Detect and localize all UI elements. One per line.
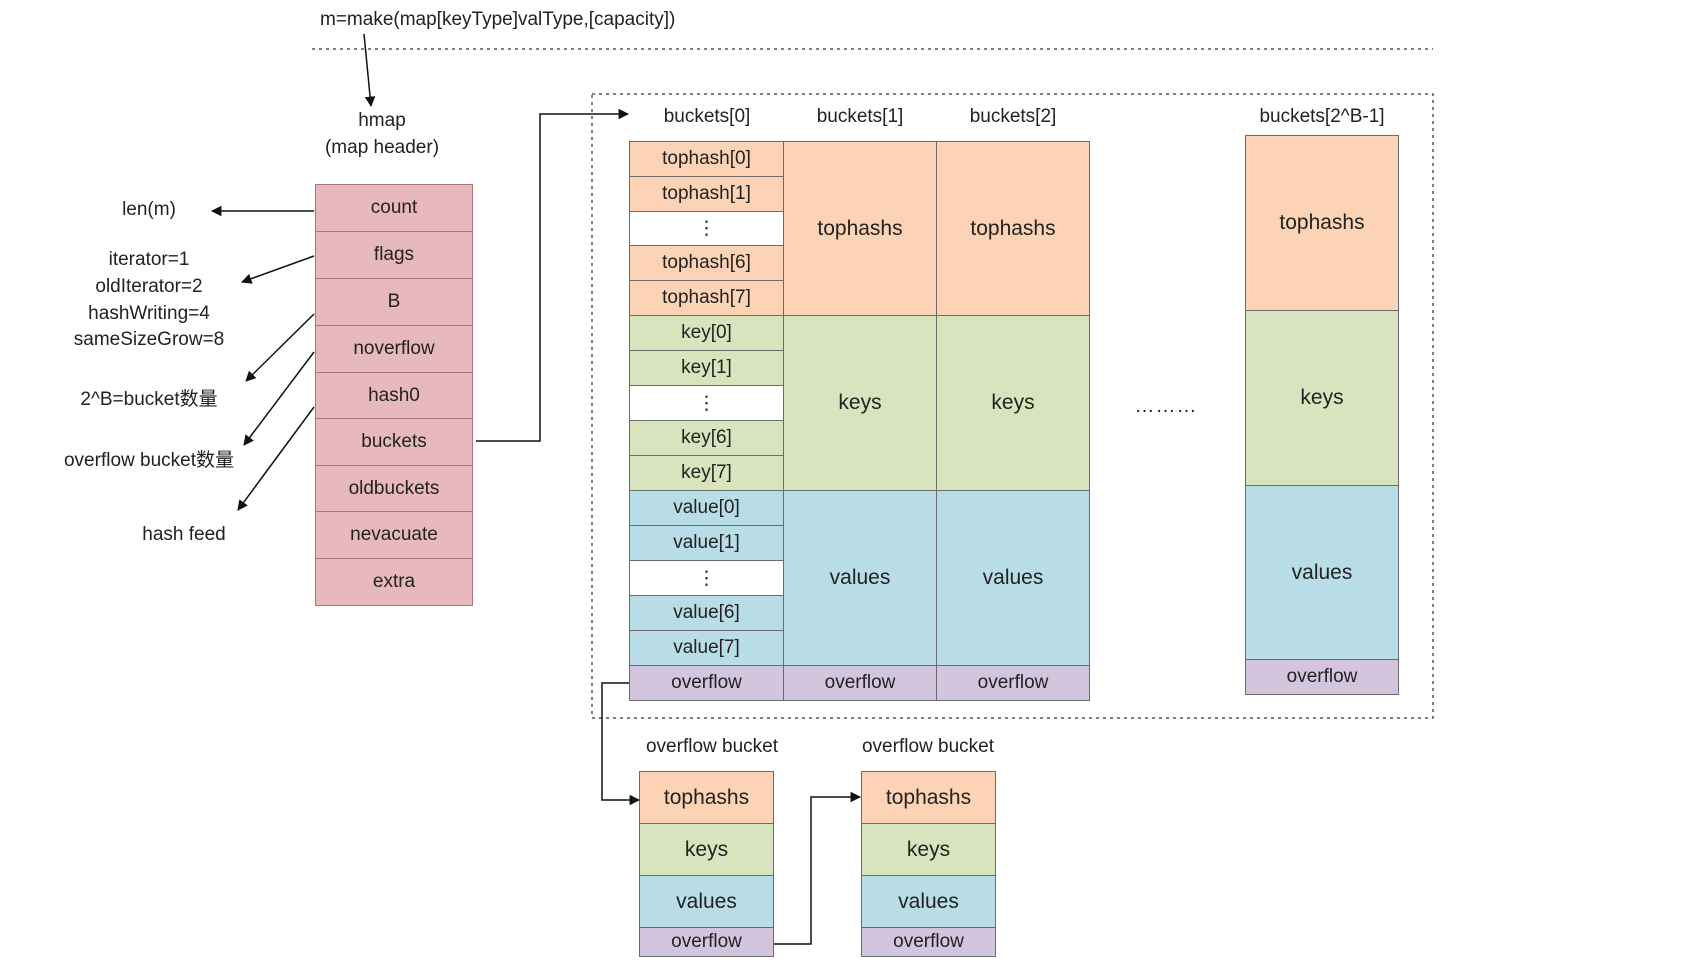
overflow-bucket-2-tophashs: tophashs: [861, 771, 996, 824]
bucket-header-0: buckets[0]: [663, 106, 751, 127]
bucket0-key-0: key[0]: [629, 315, 784, 351]
b-to-note-arrow: [245, 313, 315, 382]
bucket0-value-ellipsis: ⋮: [629, 560, 784, 596]
flag-same-size-grow: sameSizeGrow=8: [73, 329, 225, 350]
bucket-header-1: buckets[1]: [816, 106, 904, 127]
bucket-last-tophashs: tophashs: [1245, 135, 1399, 311]
flags-to-values-arrow: [241, 255, 315, 284]
b-annotation: 2^B=bucket数量: [80, 389, 218, 410]
noverflow-annotation: overflow bucket数量: [63, 450, 235, 471]
flag-iterator: iterator=1: [108, 249, 190, 270]
hmap-field-flags: flags: [315, 231, 473, 279]
bucket0-tophash-7: tophash[7]: [629, 280, 784, 316]
buckets-array-frame: [591, 93, 1434, 719]
bucket0-tophash-0: tophash[0]: [629, 141, 784, 177]
overflow-bucket-1-keys: keys: [639, 823, 774, 876]
bucket1-keys: keys: [783, 315, 937, 491]
bucket0-tophash-ellipsis: ⋮: [629, 211, 784, 246]
hmap-field-extra: extra: [315, 558, 473, 606]
make-call-text: m=make(map[keyType]valType,[capacity]): [320, 9, 676, 30]
overflow-bucket-1-overflow: overflow: [639, 927, 774, 957]
bucket-header-last: buckets[2^B-1]: [1259, 106, 1385, 127]
bucket0-value-1: value[1]: [629, 525, 784, 561]
bucket2-keys: keys: [936, 315, 1090, 491]
overflow-bucket-1-title: overflow bucket: [645, 736, 779, 757]
bucket1-values: values: [783, 490, 937, 666]
hmap-field-oldbuckets: oldbuckets: [315, 465, 473, 513]
buckets-ellipsis: ………: [1134, 395, 1198, 417]
bucket1-tophashs: tophashs: [783, 141, 937, 316]
len-annotation: len(m): [122, 199, 176, 220]
bucket0-overflow: overflow: [629, 665, 784, 701]
overflow-bucket-1-tophashs: tophashs: [639, 771, 774, 824]
hmap-field-nevacuate: nevacuate: [315, 511, 473, 559]
bucket0-key-7: key[7]: [629, 455, 784, 491]
flag-hash-writing: hashWriting=4: [88, 303, 210, 324]
bucket0-value-7: value[7]: [629, 630, 784, 666]
flag-old-iterator: oldIterator=2: [95, 276, 203, 297]
bucket2-values: values: [936, 490, 1090, 666]
bucket-last-keys: keys: [1245, 310, 1399, 486]
bucket-last-values: values: [1245, 485, 1399, 660]
hmap-field-count: count: [315, 184, 473, 232]
bucket0-key-6: key[6]: [629, 420, 784, 456]
bucket0-tophash-1: tophash[1]: [629, 176, 784, 212]
make-to-hmap-arrow: [363, 33, 376, 108]
bucket0-key-ellipsis: ⋮: [629, 385, 784, 421]
overflow-bucket-2-title: overflow bucket: [861, 736, 995, 757]
bucket0-value-0: value[0]: [629, 490, 784, 526]
hmap-field-b: B: [315, 278, 473, 326]
bucket2-overflow: overflow: [936, 665, 1090, 701]
buckets-pointer-arrow: [476, 108, 630, 442]
noverflow-to-note-arrow: [243, 351, 315, 446]
hash0-to-note-arrow: [237, 406, 315, 511]
hmap-field-hash0: hash0: [315, 372, 473, 420]
hmap-field-buckets: buckets: [315, 418, 473, 466]
overflow-bucket-1-values: values: [639, 875, 774, 928]
overflow-bucket-2-overflow: overflow: [861, 927, 996, 957]
bucket0-key-1: key[1]: [629, 350, 784, 386]
overflow-bucket-2-keys: keys: [861, 823, 996, 876]
hash0-annotation: hash feed: [142, 524, 226, 545]
hmap-title: hmap: [358, 110, 406, 131]
bucket2-tophashs: tophashs: [936, 141, 1090, 316]
overflow-bucket-2-values: values: [861, 875, 996, 928]
bucket0-tophash-6: tophash[6]: [629, 245, 784, 281]
hmap-field-noverflow: noverflow: [315, 325, 473, 373]
bucket-last-overflow: overflow: [1245, 659, 1399, 695]
bucket1-overflow: overflow: [783, 665, 937, 701]
overflow-pointer-arrow-1: [601, 682, 641, 806]
bucket-header-2: buckets[2]: [969, 106, 1057, 127]
hmap-subtitle: (map header): [324, 137, 440, 158]
bucket0-value-6: value[6]: [629, 595, 784, 631]
overflow-pointer-arrow-2: [773, 791, 862, 945]
